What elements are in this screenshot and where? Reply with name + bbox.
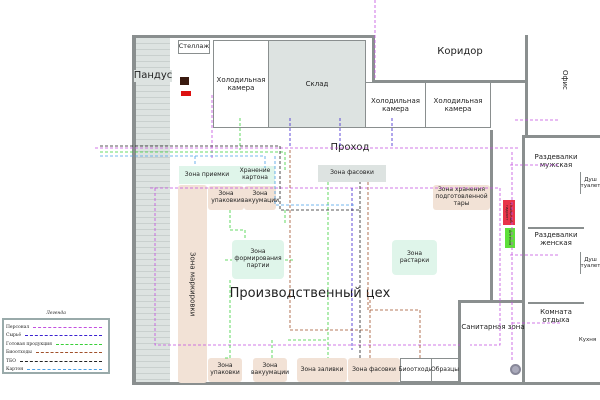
office: Офис: [561, 70, 570, 90]
sanitary-zone: Санитарная зона: [461, 322, 525, 331]
vacuum-zone-2: Зона вакуумации: [251, 358, 289, 382]
sanitary-wall-left: [458, 300, 461, 383]
women-locker-room: Раздевалки женская: [528, 227, 584, 249]
cold-room-3: Холодильная камера: [425, 82, 491, 128]
office-wall: [525, 35, 528, 135]
outer-wall-left: [132, 35, 136, 385]
packaging-zone-1: Зона упаковки: [208, 186, 244, 210]
shower-toilet-1: Душ туалет: [580, 172, 600, 194]
right-block-left-wall: [522, 135, 525, 385]
receiving-zone: Зона приемки: [179, 166, 235, 184]
legend-swatch: [25, 335, 102, 337]
legend-swatch: [55, 343, 102, 345]
unpacking-zone: Зона растарки: [392, 240, 437, 275]
packaging-zone-2: Зона упаковки: [208, 358, 242, 382]
legend-item-waste: ТБО: [4, 357, 108, 366]
vacuum-zone-1: Зона вакуумации: [241, 186, 279, 210]
raw-flow: [289, 118, 393, 350]
legend-item-raw: Сырьё: [4, 332, 108, 341]
samples-room: Образцы: [431, 358, 459, 382]
legend: Легенда Персонал Сырьё Готовая продукция…: [2, 311, 110, 375]
biowaste-flow: [289, 150, 421, 358]
sanitary-wall: [458, 300, 524, 303]
outer-wall-bottom: [132, 382, 600, 385]
first-aid-kit: Аптечка: [505, 228, 515, 248]
corridor: Коридор: [437, 46, 483, 58]
legend-item-biowaste: Биоотходы: [4, 349, 108, 358]
staff-flow: [95, 0, 560, 360]
corridor-wall: [372, 35, 375, 83]
legend-item-product: Готовая продукция: [4, 340, 108, 349]
batch-forming-zone: Зона формирования партии: [232, 240, 284, 279]
kitchen: Кухня: [578, 336, 597, 343]
legend-title: Легенда: [46, 311, 66, 316]
fire-extinguisher: [181, 91, 191, 96]
ramp: Пандус: [133, 38, 173, 382]
legend-swatch: [20, 360, 102, 362]
shower-toilet-2: Душ туалет: [580, 252, 600, 274]
filling-zone: Зона заливки: [297, 358, 347, 382]
cardboard-storage: Хранение картона: [235, 166, 275, 184]
workshop: Производственный цех: [229, 285, 391, 301]
biowaste-room: Биоотходы: [399, 358, 433, 382]
tare-storage-zone: Зона хранения подготовленной тары: [433, 185, 490, 210]
warehouse: Склад: [268, 40, 366, 128]
packing-zone-top: Зона фасовки: [318, 165, 386, 182]
legend-swatch: [35, 352, 102, 354]
marking-zone: Зона маркировки: [178, 185, 207, 383]
legend-item-staff: Персонал: [4, 323, 108, 332]
waste-flow: [100, 145, 361, 358]
rest-room: Комната отдыха: [528, 302, 584, 328]
legend-swatch: [33, 326, 102, 328]
inner-wall: [490, 130, 493, 300]
equipment: [180, 77, 189, 85]
product-flow: [100, 118, 329, 359]
cardboard-flow: [100, 155, 355, 206]
corridor-wall-bottom: [372, 80, 527, 83]
drain: [510, 364, 521, 375]
legend-item-cardboard: Картон: [4, 366, 108, 375]
cold-room-1: Холодильная камера: [213, 40, 269, 128]
legend-swatch: [27, 369, 102, 371]
packing-zone-bottom: Зона фасовки: [348, 358, 400, 382]
outer-wall-top: [132, 35, 372, 38]
right-block-wall: [522, 135, 600, 138]
rack: Стеллаж: [178, 40, 210, 54]
